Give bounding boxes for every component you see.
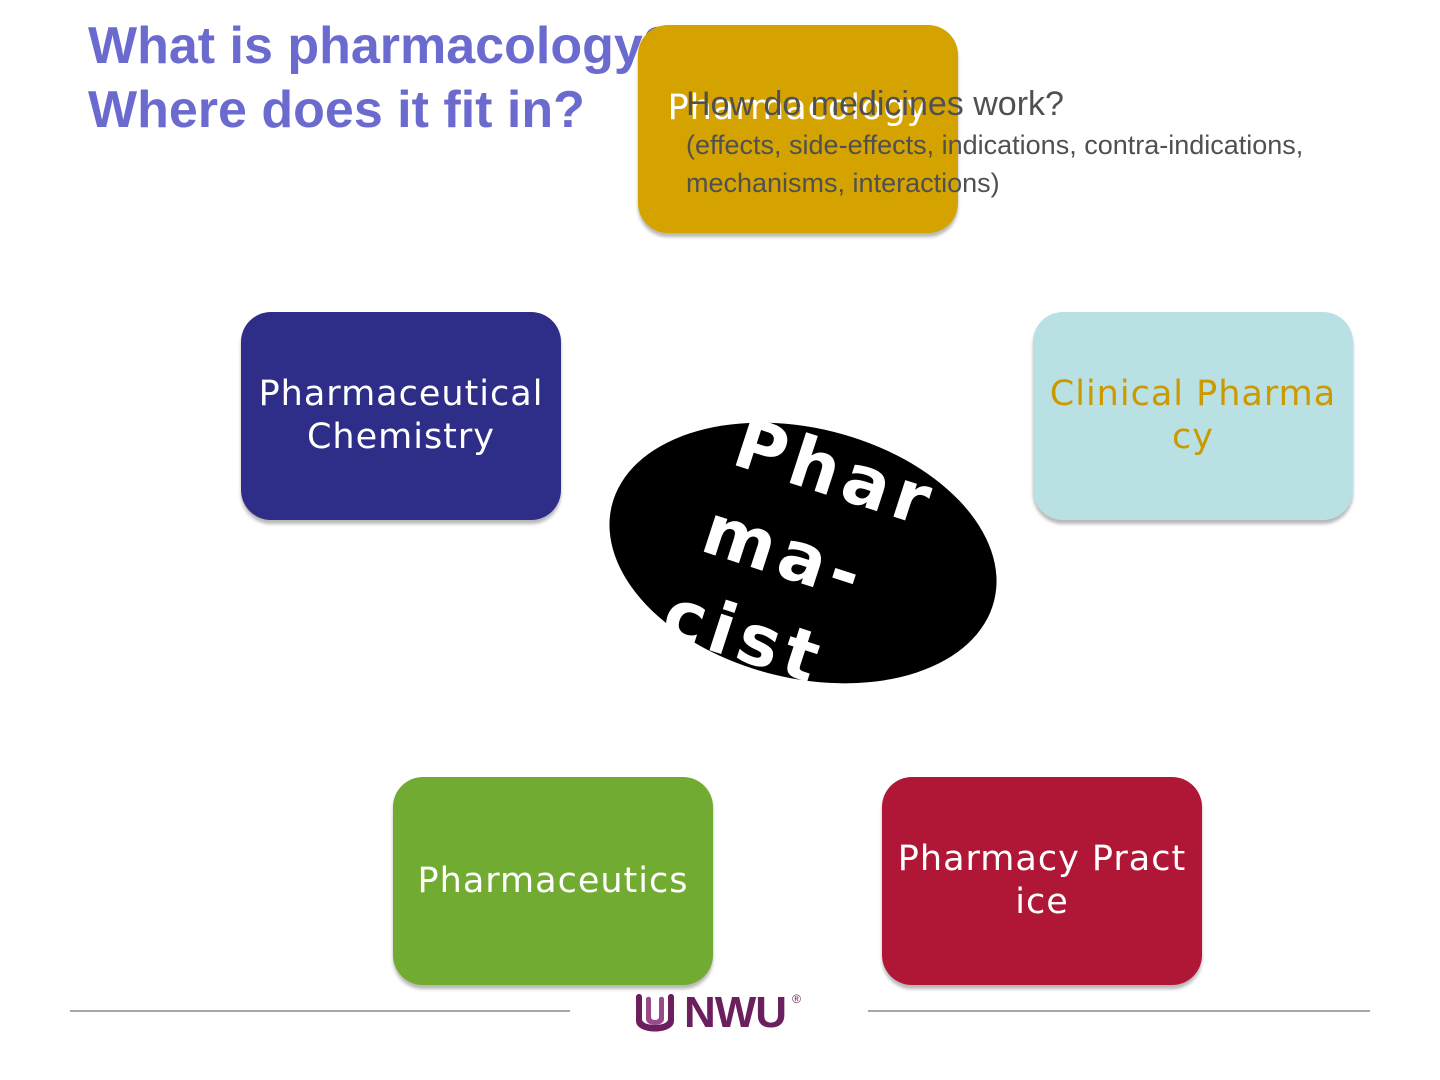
pharmacology-callout: How do medicines work? (effects, side-ef… bbox=[686, 82, 1426, 202]
slide-title-line-1: What is pharmacology? bbox=[88, 17, 675, 75]
callout-detail: (effects, side-effects, indications, con… bbox=[686, 130, 1304, 198]
logo-registered-mark: ® bbox=[792, 992, 801, 1006]
logo-text: NWU bbox=[684, 988, 787, 1037]
pharmaceutical-chemistry-label: Pharmaceutical Chemistry bbox=[258, 374, 544, 457]
nwu-emblem-icon bbox=[636, 994, 674, 1032]
pharmacy-practice-box: Pharmacy Practice bbox=[882, 777, 1202, 985]
footer-rule-left bbox=[70, 1010, 570, 1012]
pharmaceutical-chemistry-box: Pharmaceutical Chemistry bbox=[241, 312, 561, 520]
slide-title-line-2: Where does it fit in? bbox=[88, 81, 585, 139]
clinical-pharmacy-box: Clinical Pharmacy bbox=[1033, 312, 1353, 520]
clinical-pharmacy-label: Clinical Pharmacy bbox=[1049, 374, 1337, 457]
pharmacology-label: Pharmacology bbox=[667, 88, 929, 128]
pharmaceutics-box: Pharmaceutics bbox=[393, 777, 713, 985]
callout-question: How do medicines work? bbox=[686, 85, 1064, 123]
nwu-logo: NWU ® bbox=[632, 988, 801, 1038]
pharmacology-box: Pharmacology bbox=[638, 25, 958, 233]
pharmaceutics-label: Pharmaceutics bbox=[417, 860, 689, 901]
pharmacy-practice-label: Pharmacy Practice bbox=[897, 839, 1187, 922]
center-ellipse-shape bbox=[609, 422, 997, 684]
footer-rule-right bbox=[868, 1010, 1370, 1012]
slide-title: What is pharmacology? Where does it fit … bbox=[88, 14, 675, 142]
